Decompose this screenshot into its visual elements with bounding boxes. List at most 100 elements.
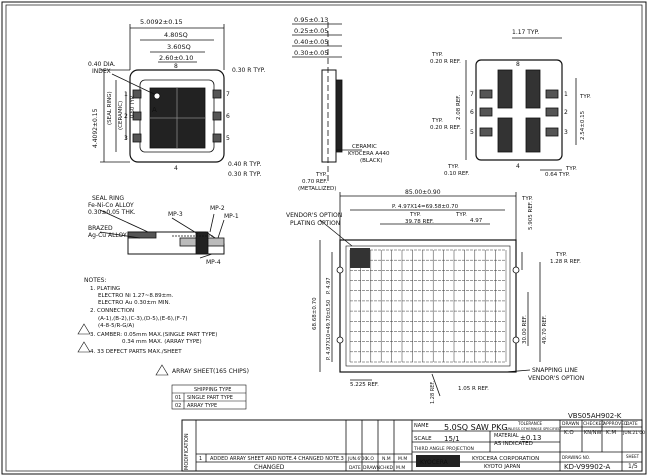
bottom-pin-7: 7 (470, 91, 474, 98)
bottom-pin-8: 8 (516, 61, 520, 68)
array-sheet (319, 192, 541, 397)
bottom-pin-1: 1 (564, 91, 568, 98)
tb-material: AS INDICATED (494, 441, 533, 447)
tb-sheet: 1/5 (628, 463, 638, 470)
detail-mp3: MP-3 (168, 211, 183, 218)
array-typ-1: TYP. (409, 212, 421, 218)
top-pin-8: 8 (174, 63, 178, 70)
array-dim-30: 30.00 REF. (522, 315, 528, 344)
bottom-dim-1p17: 1.17 TYP. (512, 29, 539, 36)
side-dim-1: 0.95±0.13 (294, 16, 328, 24)
top-pin-4: 4 (174, 165, 178, 172)
side-0p70: 0.70 REF. (302, 179, 328, 185)
array-sheet-label: ARRAY SHEET(165 CHIPS) (172, 368, 249, 375)
bottom-pin-3: 3 (564, 129, 568, 136)
index-label: INDEX (92, 68, 111, 75)
array-snapping-line: SNAPPING LINE (532, 367, 578, 374)
top-dim-3p60: 3.60SQ (167, 43, 191, 51)
tb-checked-by: KN/NW (584, 430, 601, 436)
array-dim-49: 49.70 REF. (542, 315, 548, 344)
array-dim-height: 68.68±0.70 (312, 297, 318, 330)
note-line-3: ELECTRO Au 0.30±m MIN. (98, 300, 171, 306)
top-dim-width: 5.0092±0.15 (140, 18, 183, 26)
array-vendor-opt-2: VENDOR'S OPTION (528, 375, 584, 382)
bottom-pin-4: 4 (516, 163, 520, 170)
array-dim-overall: 85.00±0.90 (405, 189, 441, 196)
note4-triangle (77, 341, 91, 353)
detail-mp2: MP-2 (210, 205, 225, 212)
section-detail (99, 209, 225, 259)
detail-alloy: Fe-Ni-Co ALLOY (88, 202, 134, 209)
bottom-view (465, 37, 577, 171)
tb-drawing-no-label: DRAWING NO. (562, 455, 590, 460)
top-pin-1: 1 (124, 91, 128, 98)
shipping-header: SHIPPING TYPE (194, 387, 231, 393)
tb-company: KYOCERA CORPORATION (472, 456, 539, 462)
top-pin-6: 6 (226, 113, 230, 120)
array-dim-39: 39.78 REF. (405, 219, 434, 225)
tb-checked-label: CHECKED (583, 421, 605, 427)
mod-date: JUN.6'00 (347, 456, 367, 462)
tb-approved-by: K.M (606, 430, 616, 436)
array-dim-5225: 5.225 REF. (350, 382, 379, 388)
bottom-pin-2: 2 (564, 109, 568, 116)
top-dim-4p80: 4.80SQ (164, 31, 188, 39)
array-dim-pitch-y: P. 4.97X10=49.70±0.50 (326, 300, 332, 360)
detail-thk: 0.30±0.05 THK. (88, 209, 136, 216)
tb-name: 5.0SQ SAW PKG (444, 423, 508, 432)
top-pad-a: A (152, 106, 157, 114)
note-line-4: 2. CONNECTION (90, 308, 134, 314)
tb-date-label: DATE (626, 421, 638, 427)
bottom-typ-1: TYP. (431, 52, 443, 58)
side-ceramic: CERAMIC (352, 144, 377, 150)
array-plating-opt: PLATING OPTION (290, 220, 340, 227)
tb-drawing-no-top: VBS05AH902-K (568, 412, 622, 420)
note-line-5: (A-1),(B-2),(C-3),(D-5),(E-6),(F-7) (98, 316, 188, 322)
array-dim-5905: 5.905 REF. (528, 201, 534, 230)
mod-row-num: 1 (199, 456, 202, 462)
tb-approved-label: APPROVED (603, 421, 628, 427)
tb-tolerance-label: TOLERANCE (517, 421, 542, 426)
array-dim-p497: P. 4.97 (326, 277, 332, 294)
note-line-1: 1. PLATING (90, 286, 120, 292)
tb-proj-note: THIRD ANGLE PROJECTION (413, 446, 474, 452)
top-view (100, 24, 225, 163)
shipping-row-2-code: 02 (175, 403, 181, 409)
array-dim-105r: 1.05 R REF. (458, 386, 489, 392)
array-triangle (155, 364, 169, 376)
tb-drawn-by: K.O (564, 430, 574, 436)
tb-sheet-label: SHEET (626, 454, 640, 459)
tb-material-label: MATERIAL (494, 433, 519, 439)
side-black: (BLACK) (360, 158, 382, 164)
top-view-outline (129, 69, 225, 163)
note-line-9: 4. 33 DEFECT PARTS MAX./SHEET (90, 349, 182, 355)
detail-agcu: Ag-Cu ALLOY (88, 232, 127, 239)
shipping-table (171, 384, 247, 410)
note-line-6: (4-8-5/R-G/A) (98, 323, 134, 329)
mod-chkd: N.M (382, 456, 391, 462)
title-block (181, 419, 643, 472)
tb-name-label: NAME (414, 423, 429, 429)
side-dim-4: 0.30±0.05 (294, 49, 328, 57)
tb-drawing-no: KD-V99902-A (564, 463, 611, 471)
tb-drawn-label: DRAWN (562, 421, 579, 427)
top-dim-height: 4.4092±0.15 (92, 108, 99, 148)
bottom-pin-5: 5 (470, 129, 474, 136)
top-dim-0p50: 0.50 TYP. (130, 95, 136, 118)
mod-appd: M.M (398, 456, 407, 462)
tb-scale-label: SCALE (414, 436, 432, 442)
array-dim-497: 4.97 (470, 218, 483, 224)
bottom-typ-5: TYP. (579, 94, 591, 100)
mod-chkd-label: CHKD (380, 465, 393, 471)
array-typ-2: TYP. (455, 212, 467, 218)
mod-mm-label: M.M (396, 465, 405, 471)
top-radius-3: 0.30 R TYP. (228, 171, 261, 178)
note-line-8: 0.34 mm MAX. (ARRAY TYPE) (122, 339, 202, 345)
tb-tolerance: ±0.13 (520, 434, 541, 442)
array-dim-pitch-x: P. 4.97X14=69.58±0.70 (392, 204, 459, 210)
index-dia: 0.40 DIA. (88, 61, 116, 68)
shipping-row-2-type: ARRAY TYPE (187, 403, 217, 409)
bottom-0p10: 0.10 REF. (444, 171, 470, 177)
note-line-7: 3. CAMBER: 0.05mm MAX.(SINGLE PART TYPE) (90, 332, 217, 338)
